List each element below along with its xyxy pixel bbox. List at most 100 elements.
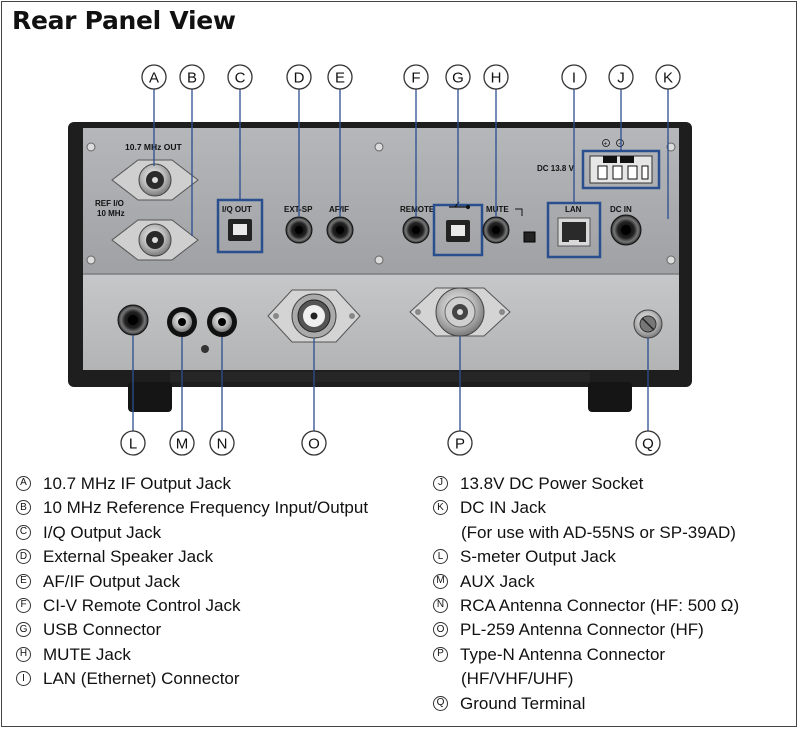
label-ref-io: REF I/O: [95, 199, 124, 208]
iq-usb-port: [228, 219, 252, 241]
foot-right: [588, 382, 632, 412]
legend-letter-badge: E: [16, 573, 31, 589]
legend-letter-badge: N: [433, 598, 448, 614]
legend-item: D External Speaker Jack: [16, 545, 368, 569]
callout-f: F: [411, 70, 420, 87]
callout-l: L: [129, 436, 137, 453]
callout-a: A: [149, 70, 159, 87]
legend-item: B 10 MHz Reference Frequency Input/Output: [16, 496, 368, 520]
callout-d: D: [294, 70, 305, 87]
legend-letter-badge: K: [433, 500, 448, 516]
svg-text:−: −: [618, 141, 622, 148]
legend-left: A 10.7 MHz IF Output Jack B 10 MHz Referen…: [16, 472, 368, 692]
mute-switch: [523, 231, 536, 243]
legend-letter-badge: F: [16, 598, 31, 614]
rear-panel-diagram: 10.7 MHz OUT REF I/O 10 MHz I/Q OUT EXT-…: [68, 64, 692, 456]
label-iq-out: I/Q OUT: [222, 205, 252, 214]
legend-item: F CI-V Remote Control Jack: [16, 594, 368, 618]
legend-item: H MUTE Jack: [16, 643, 368, 667]
callout-i: I: [572, 70, 576, 87]
callout-o: O: [308, 436, 320, 453]
callout-circles: [120, 64, 681, 456]
callout-letters: A B C D E F G H I J K L M N O P Q: [129, 70, 673, 453]
legend-item: M AUX Jack: [433, 570, 739, 594]
legend-letter-badge: D: [16, 549, 31, 565]
callout-q: Q: [642, 436, 654, 453]
legend-text: AUX Jack: [460, 571, 535, 591]
legend-letter-badge: O: [433, 622, 448, 638]
legend-text: RCA Antenna Connector (HF: 500 Ω): [460, 596, 740, 616]
legend-letter-badge: B: [16, 500, 31, 516]
pl259-connector: [267, 289, 361, 343]
legend-letter-badge: M: [433, 573, 448, 589]
legend-item: I LAN (Ethernet) Connector: [16, 667, 368, 691]
legend-item: K DC IN Jack: [433, 496, 739, 520]
legend-note: (For use with AD-55NS or SP-39AD): [461, 522, 736, 542]
legend-item: O PL-259 Antenna Connector (HF): [433, 618, 739, 642]
legend-item: A 10.7 MHz IF Output Jack: [16, 472, 368, 496]
label-dc-socket: DC 13.8 V: [537, 164, 575, 173]
ground-terminal: [633, 309, 663, 339]
callout-k: K: [663, 70, 673, 87]
type-n-connector: [409, 287, 511, 337]
legend-text: USB Connector: [43, 620, 162, 640]
label-lan: LAN: [565, 205, 582, 214]
callout-j: J: [617, 70, 625, 87]
legend-item: N RCA Antenna Connector (HF: 500 Ω): [433, 594, 739, 618]
label-ref-io-freq: 10 MHz: [97, 209, 125, 218]
legend-text: Ground Terminal: [460, 693, 586, 713]
legend-letter-badge: A: [16, 476, 31, 491]
dc-socket: [589, 155, 653, 184]
callout-n: N: [217, 436, 228, 453]
legend-item: G USB Connector: [16, 618, 368, 642]
usb-port: [446, 220, 470, 242]
panel-screws: [86, 142, 676, 265]
aux-jack: [167, 307, 197, 337]
callout-h: H: [491, 70, 502, 87]
rca-antenna-jack: [207, 307, 237, 337]
legend-text: CI-V Remote Control Jack: [43, 596, 241, 616]
label-dc-in: DC IN: [610, 205, 632, 214]
legend-text: External Speaker Jack: [43, 547, 214, 567]
legend-text: DC IN Jack: [460, 498, 546, 518]
figure-title: Rear Panel View: [12, 6, 236, 35]
legend-letter-badge: L: [433, 549, 448, 565]
label-mute: MUTE: [486, 205, 509, 214]
legend-item: J 13.8V DC Power Socket: [433, 472, 739, 496]
legend-text: 10 MHz Reference Frequency Input/Output: [43, 498, 369, 518]
legend-item: E AF/IF Output Jack: [16, 570, 368, 594]
legend-right: J 13.8V DC Power Socket K DC IN Jack (For …: [433, 472, 739, 716]
callout-e: E: [335, 70, 345, 87]
legend-text: Type-N Antenna Connector: [460, 644, 666, 664]
legend-text: 13.8V DC Power Socket: [460, 474, 644, 493]
legend-text: I/Q Output Jack: [43, 522, 162, 542]
legend-note: (HF/VHF/UHF): [461, 669, 574, 689]
if-out-bnc: [111, 159, 199, 201]
callout-c: C: [235, 70, 246, 87]
dc-polarity: + −: [602, 139, 624, 148]
legend-text: MUTE Jack: [43, 644, 131, 664]
label-af-if: AF/IF: [329, 205, 349, 214]
legend-text: 10.7 MHz IF Output Jack: [43, 474, 232, 493]
leader-lines: [132, 89, 669, 431]
legend-letter-badge: G: [16, 622, 31, 638]
legend-letter-badge: J: [433, 476, 448, 491]
legend-letter-badge: P: [433, 646, 448, 662]
legend-text: PL-259 Antenna Connector (HF): [460, 620, 704, 640]
small-screw: [201, 345, 209, 353]
legend-text: LAN (Ethernet) Connector: [43, 669, 240, 689]
lan-port: [557, 217, 591, 247]
callout-p: P: [455, 436, 465, 453]
legend-letter-badge: C: [16, 524, 31, 540]
callout-g: G: [452, 70, 464, 87]
legend-item: C I/Q Output Jack: [16, 521, 368, 545]
legend-letter-badge: I: [16, 671, 31, 687]
ref-io-bnc: [111, 219, 199, 261]
legend-letter-badge: H: [16, 646, 31, 662]
label-remote: REMOTE: [400, 205, 435, 214]
callout-b: B: [187, 70, 197, 87]
legend-text: AF/IF Output Jack: [43, 571, 180, 591]
